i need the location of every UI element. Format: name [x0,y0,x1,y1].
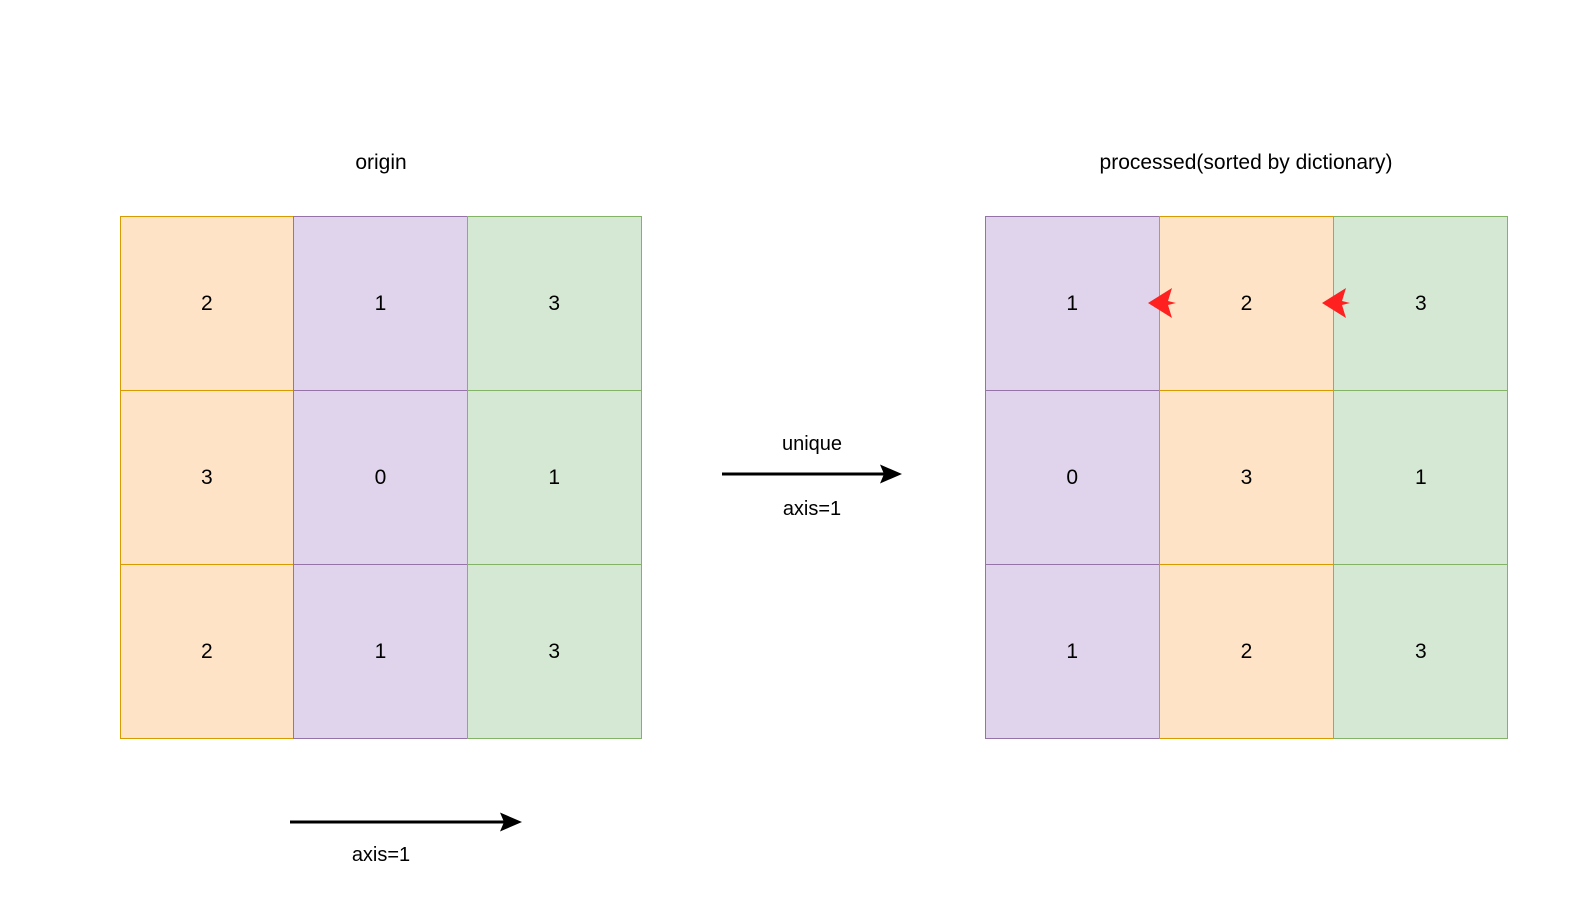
origin-cell-r0c1: 1 [293,215,468,391]
origin-cell-r2c0: 2 [119,563,295,739]
processed-cell-r0c1: 2 [1158,215,1335,391]
origin-cell-r0c2: 3 [466,215,642,391]
origin-cell-r0c0: 2 [119,215,295,391]
origin-cell-r2c1: 1 [293,563,468,739]
processed-cell-r0c0: 1 [984,215,1160,391]
transform-label-axis: axis=1 [782,498,842,520]
origin-cell-r1c1: 0 [293,389,468,565]
axis-arrow-bottom-label: axis=1 [351,844,411,866]
processed-cell-r0c2: 3 [1333,215,1509,391]
processed-matrix: 1 2 3 0 3 1 1 2 3 [984,215,1509,739]
processed-cell-r2c2: 3 [1333,563,1509,739]
processed-panel-title: processed(sorted by dictionary) [1099,151,1393,174]
processed-cell-r2c1: 2 [1158,563,1335,739]
processed-cell-r1c2: 1 [1333,389,1509,565]
origin-panel-title: origin [355,151,407,174]
processed-cell-r1c1: 3 [1158,389,1335,565]
transform-label-unique: unique [781,433,843,455]
origin-cell-r2c2: 3 [466,563,642,739]
axis-arrow-bottom-icon [290,812,522,832]
processed-cell-r2c0: 1 [984,563,1160,739]
origin-cell-r1c0: 3 [119,389,295,565]
unique-arrow-icon [722,464,902,484]
origin-matrix: 2 1 3 3 0 1 2 1 3 [119,215,642,739]
origin-cell-r1c2: 1 [466,389,642,565]
processed-cell-r1c0: 0 [984,389,1160,565]
